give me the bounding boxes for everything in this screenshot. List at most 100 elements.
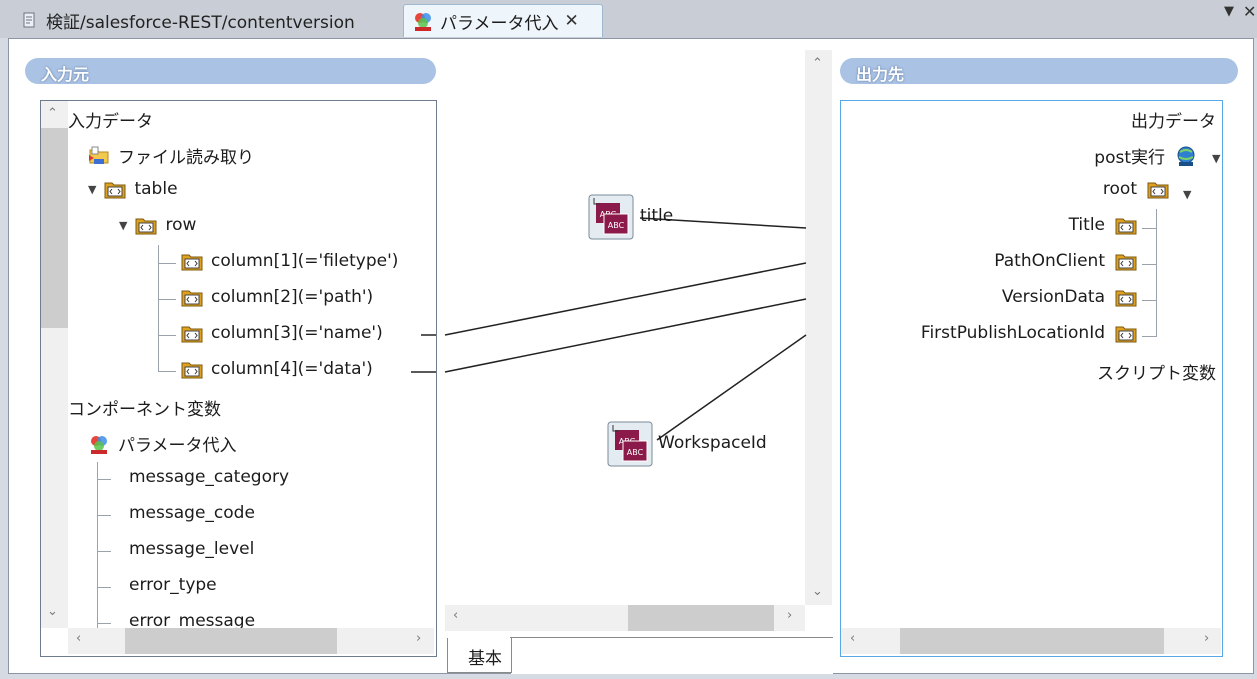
tree-node-row[interactable]: ▼ row xyxy=(119,215,196,235)
svg-text:ABC: ABC xyxy=(608,221,625,230)
element-icon xyxy=(1115,326,1137,343)
node-label: FirstPublishLocationId xyxy=(920,323,1105,343)
tree-guide-line xyxy=(158,371,176,372)
tree-node-column-4[interactable]: column[4](='data') xyxy=(181,359,373,379)
close-icon[interactable]: ✕ xyxy=(564,11,579,31)
section-label: コンポーネント変数 xyxy=(68,400,221,420)
tree-node-root[interactable]: root xyxy=(1103,179,1169,199)
source-hscroll-thumb[interactable] xyxy=(125,628,337,654)
bottom-tab-strip xyxy=(510,637,833,674)
tree-clip: error_message xyxy=(69,611,434,628)
tree-node-column-3[interactable]: column[3](='name') xyxy=(181,323,383,343)
string-variable-icon: ABC ABC xyxy=(607,421,653,467)
view-menu-icon[interactable]: ▼ xyxy=(1224,4,1234,19)
expand-caret-icon[interactable]: ▼ xyxy=(1212,152,1221,165)
canvas-hscroll-thumb[interactable] xyxy=(628,605,774,631)
node-label: message_category xyxy=(129,467,290,487)
tree-node-FirstPublishLocationId[interactable]: FirstPublishLocationId xyxy=(921,323,1137,343)
tab-parameter-assign-label: パラメータ代入 xyxy=(440,13,559,34)
tree-node-message-category[interactable]: message_category xyxy=(129,467,289,487)
parameter-assign-icon xyxy=(91,435,107,454)
map-line-workspaceid-to-firstpublish xyxy=(656,334,807,441)
map-line-name-to-PathOnClient xyxy=(444,262,807,336)
tab-basic[interactable]: 基本 xyxy=(447,638,512,673)
variable-node-title[interactable]: ABC ABC title xyxy=(588,194,673,245)
expand-caret-icon[interactable]: ▼ xyxy=(1183,188,1192,201)
tree-node-file-read[interactable]: ファイル読み取り xyxy=(88,143,254,168)
file-read-icon xyxy=(89,146,109,164)
node-label: message_level xyxy=(129,539,255,559)
mapping-canvas[interactable] xyxy=(445,45,832,635)
expand-caret-icon[interactable]: ▼ xyxy=(88,182,97,196)
variable-node-workspaceid[interactable]: ABC ABC WorkspaceId xyxy=(607,421,767,472)
expand-caret-icon[interactable]: ▼ xyxy=(119,218,128,232)
tree-node-VersionData[interactable]: VersionData xyxy=(1002,287,1137,307)
parameter-assign-icon xyxy=(415,13,431,31)
node-label: パラメータ代入 xyxy=(118,436,237,456)
tree-node-Title[interactable]: Title xyxy=(1069,215,1137,235)
element-icon xyxy=(181,254,203,271)
element-icon xyxy=(1115,254,1137,271)
script-icon xyxy=(23,12,35,28)
tree-guide-line xyxy=(97,623,111,624)
section-label: 出力データ xyxy=(1131,112,1216,132)
canvas-vertical-scrollbar[interactable] xyxy=(805,50,832,605)
tree-node-message-code[interactable]: message_code xyxy=(129,503,255,523)
scroll-up-icon[interactable]: ⌃ xyxy=(47,106,58,121)
tree-node-post-exec[interactable]: post実行 xyxy=(1094,143,1197,168)
tree-section-component-variables[interactable]: コンポーネント変数 xyxy=(68,395,221,420)
scroll-down-icon[interactable]: ⌄ xyxy=(812,584,823,599)
scroll-left-icon[interactable]: ‹ xyxy=(453,608,459,623)
tree-guide-line xyxy=(97,515,111,516)
source-header: 入力元 xyxy=(25,58,436,84)
window-close-icon[interactable]: ✕ xyxy=(1243,2,1257,21)
tree-node-PathOnClient[interactable]: PathOnClient xyxy=(994,251,1137,271)
scroll-right-icon[interactable]: › xyxy=(787,608,793,623)
tree-guide-line xyxy=(97,551,111,552)
scroll-right-icon[interactable]: › xyxy=(416,631,422,646)
node-label: Title xyxy=(1068,215,1105,235)
tree-section-input-data[interactable]: 入力データ xyxy=(68,107,153,132)
scroll-up-icon[interactable]: ⌃ xyxy=(812,56,823,71)
target-header: 出力先 xyxy=(840,58,1238,84)
scroll-right-icon[interactable]: › xyxy=(1204,631,1210,646)
node-label: VersionData xyxy=(1001,287,1105,307)
node-label: message_code xyxy=(129,503,255,523)
tree-guide-line xyxy=(158,299,176,300)
tree-guide-line xyxy=(1142,300,1156,301)
tab-script[interactable]: 検証/salesforce-REST/contentversion xyxy=(8,4,398,36)
tree-guide-line xyxy=(97,462,98,628)
tree-node-column-2[interactable]: column[2](='path') xyxy=(181,287,373,307)
map-line-title-to-Title xyxy=(639,217,807,229)
element-icon xyxy=(104,182,126,199)
map-line-data-to-VersionData xyxy=(444,298,807,373)
tree-node-column-1[interactable]: column[1](='filetype') xyxy=(181,251,398,271)
node-label: ファイル読み取り xyxy=(118,148,254,168)
scroll-left-icon[interactable]: ‹ xyxy=(850,631,856,646)
node-label: column[4](='data') xyxy=(211,359,373,379)
node-label: column[1](='filetype') xyxy=(211,251,399,271)
tree-node-message-level[interactable]: message_level xyxy=(129,539,254,559)
node-label: column[2](='path') xyxy=(211,287,374,307)
source-vscroll-thumb[interactable] xyxy=(41,128,68,328)
scroll-down-icon[interactable]: ⌄ xyxy=(47,604,58,619)
source-header-label: 入力元 xyxy=(41,65,90,84)
tab-parameter-assign[interactable]: パラメータ代入 ✕ xyxy=(403,4,603,37)
node-label: row xyxy=(165,215,197,235)
tree-guide-line xyxy=(158,245,159,371)
rest-globe-icon xyxy=(1177,146,1195,166)
tree-node-error-type[interactable]: error_type xyxy=(129,575,217,595)
tree-node-table[interactable]: ▼ table xyxy=(88,179,178,199)
tree-section-output-data[interactable]: 出力データ xyxy=(1131,107,1216,132)
element-icon xyxy=(181,362,203,379)
node-label: PathOnClient xyxy=(994,251,1105,271)
tree-node-parameter-assign[interactable]: パラメータ代入 xyxy=(88,431,237,456)
element-icon xyxy=(181,290,203,307)
tree-node-error-message[interactable]: error_message xyxy=(129,611,255,628)
tree-section-script-variables[interactable]: スクリプト変数 xyxy=(1097,359,1216,384)
scroll-left-icon[interactable]: ‹ xyxy=(76,631,82,646)
editor-tab-bar xyxy=(0,0,1257,38)
tree-guide-line xyxy=(1142,228,1156,229)
target-hscroll-thumb[interactable] xyxy=(900,628,1164,654)
